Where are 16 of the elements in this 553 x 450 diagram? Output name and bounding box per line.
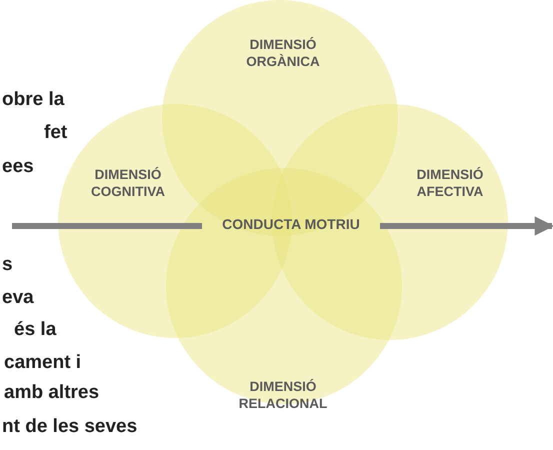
dimension-label: DIMENSIÓ ORGÀNICA: [245, 36, 321, 70]
paragraph-fragment: nt de les seves: [2, 415, 138, 439]
paragraph-fragment: és la: [14, 318, 56, 342]
paragraph-fragment: s: [2, 253, 13, 277]
paragraph-fragment: fet: [44, 121, 68, 145]
dimension-label: DIMENSIÓ AFECTIVA: [416, 166, 484, 200]
connector-line: [12, 223, 202, 229]
paragraph-fragment: cament i: [4, 351, 82, 375]
arrow: [380, 216, 553, 236]
paragraph-fragment: obre la: [2, 88, 64, 112]
dimension-label: DIMENSIÓ COGNITIVA: [90, 166, 166, 200]
paragraph-fragment: ees: [2, 155, 34, 179]
paragraph-fragment: eva: [2, 286, 34, 310]
center-label: CONDUCTA MOTRIU: [206, 216, 376, 233]
paragraph-fragment: amb altres: [4, 381, 100, 405]
dimension-label: DIMENSIÓ RELACIONAL: [238, 378, 328, 412]
